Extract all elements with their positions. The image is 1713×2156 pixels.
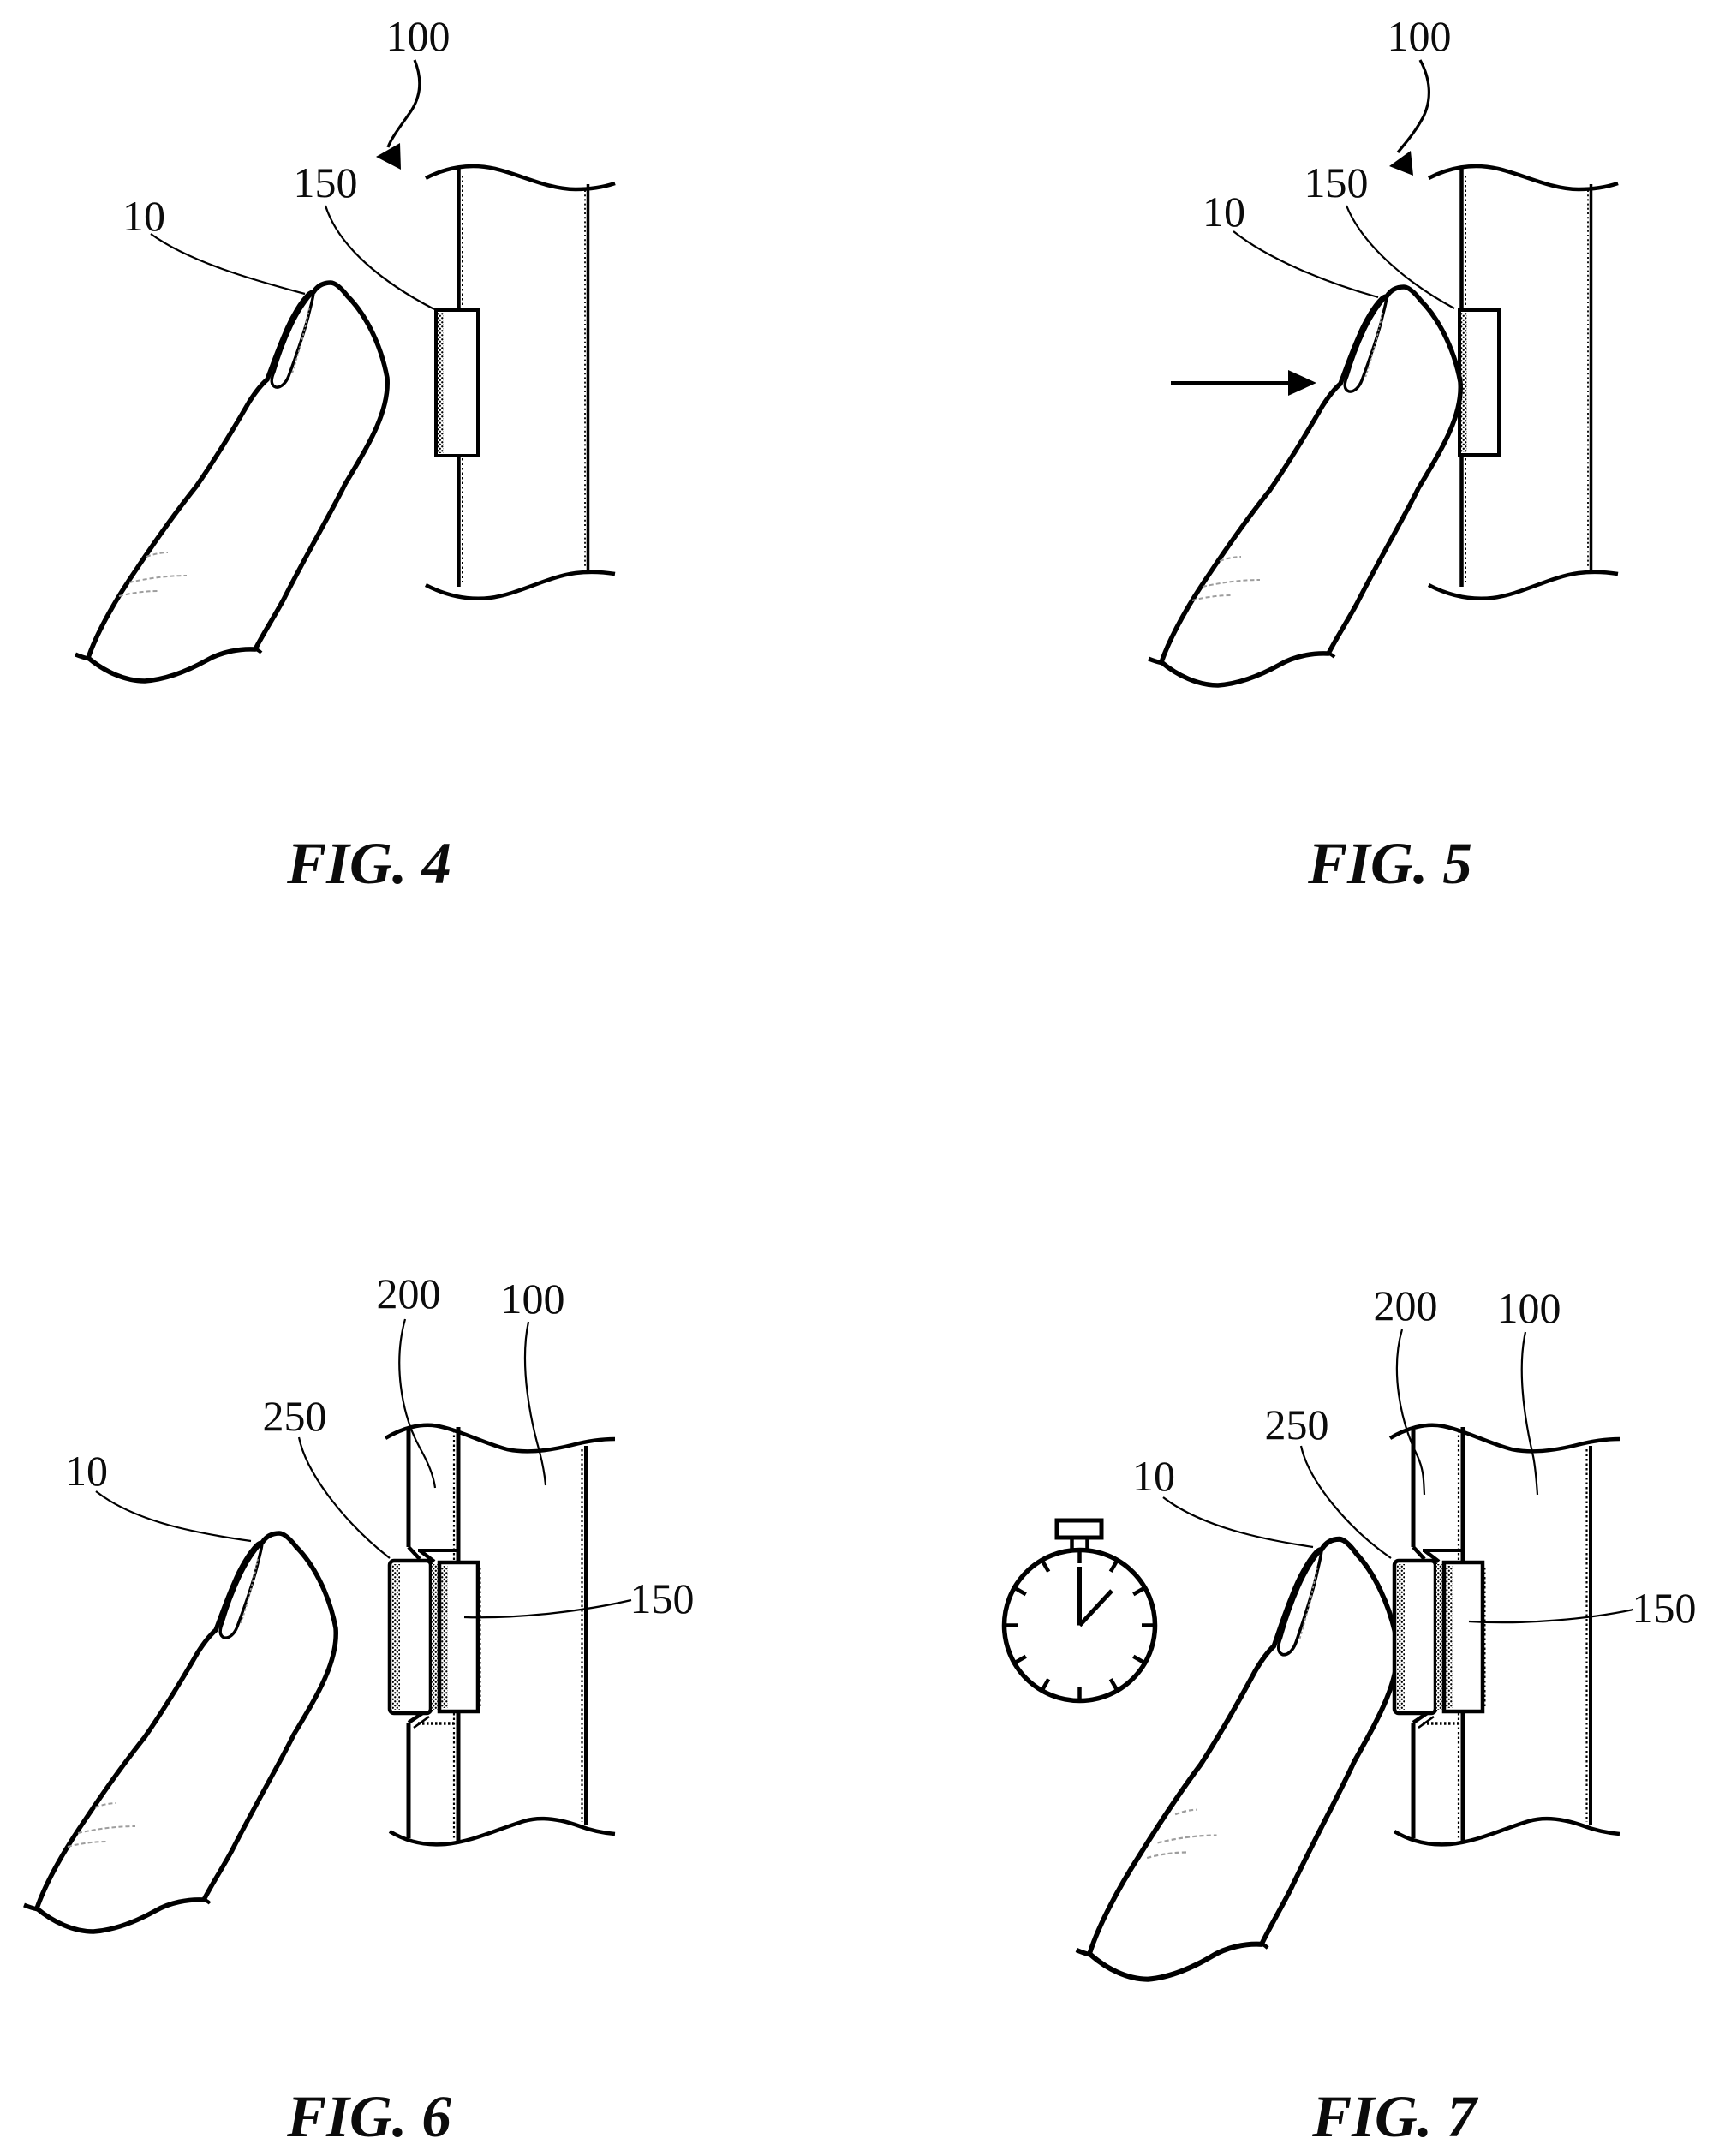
svg-text:100: 100 — [501, 1275, 565, 1323]
svg-text:150: 150 — [294, 158, 358, 206]
svg-text:150: 150 — [630, 1574, 695, 1622]
svg-text:100: 100 — [1388, 12, 1452, 60]
svg-text:FIG. 7: FIG. 7 — [1311, 2084, 1478, 2149]
svg-text:100: 100 — [1497, 1284, 1561, 1332]
svg-text:100: 100 — [386, 12, 451, 60]
svg-text:150: 150 — [1304, 158, 1369, 206]
svg-text:10: 10 — [65, 1447, 108, 1495]
svg-text:FIG. 6: FIG. 6 — [286, 2084, 451, 2149]
svg-text:10: 10 — [122, 192, 165, 240]
svg-text:10: 10 — [1203, 188, 1245, 236]
svg-text:FIG. 4: FIG. 4 — [286, 831, 451, 896]
svg-text:FIG. 5: FIG. 5 — [1307, 831, 1472, 896]
svg-text:250: 250 — [263, 1392, 327, 1440]
svg-text:150: 150 — [1632, 1584, 1697, 1632]
svg-text:200: 200 — [377, 1269, 441, 1317]
svg-text:200: 200 — [1374, 1281, 1438, 1329]
svg-text:10: 10 — [1132, 1452, 1175, 1500]
svg-text:250: 250 — [1265, 1401, 1329, 1448]
